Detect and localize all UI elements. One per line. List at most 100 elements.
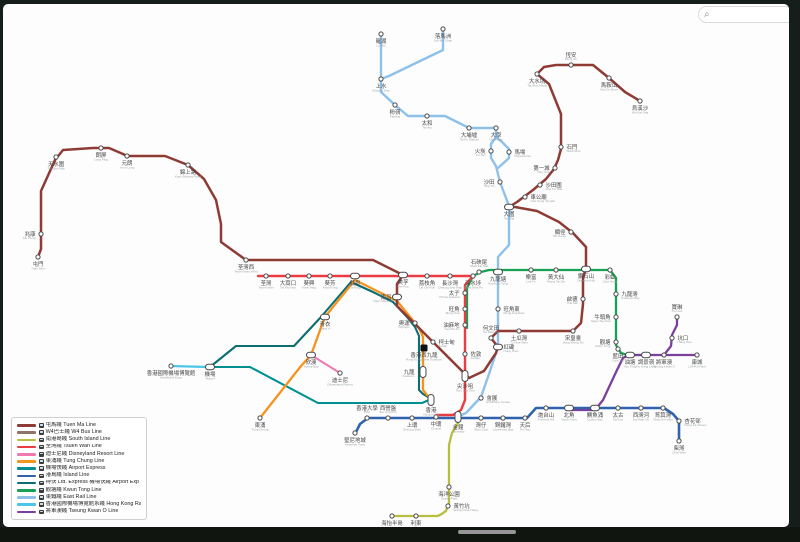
- station-marker[interactable]: [185, 162, 191, 168]
- station-marker[interactable]: [478, 415, 484, 421]
- station-marker[interactable]: [124, 153, 130, 159]
- station-marker[interactable]: [385, 415, 391, 421]
- station-marker[interactable]: [676, 418, 682, 424]
- station-marker[interactable]: [454, 411, 462, 423]
- station-marker[interactable]: [205, 363, 215, 371]
- station-marker[interactable]: [497, 179, 503, 185]
- station-marker[interactable]: [285, 273, 291, 279]
- station-marker[interactable]: [528, 267, 534, 273]
- station-marker[interactable]: [424, 113, 430, 119]
- station-marker[interactable]: [552, 165, 558, 171]
- station-marker[interactable]: [413, 513, 419, 519]
- station-marker[interactable]: [476, 269, 482, 275]
- station-marker[interactable]: [564, 404, 574, 412]
- station-marker[interactable]: [461, 370, 469, 382]
- station-marker[interactable]: [433, 414, 439, 420]
- station-marker[interactable]: [412, 320, 418, 326]
- station-marker[interactable]: [257, 415, 263, 421]
- station-marker[interactable]: [364, 415, 370, 421]
- station-marker[interactable]: [424, 273, 430, 279]
- station-marker[interactable]: [558, 144, 564, 150]
- station-marker[interactable]: [568, 229, 574, 235]
- station-marker[interactable]: [38, 231, 44, 237]
- station-marker[interactable]: [392, 293, 402, 301]
- station-marker[interactable]: [638, 405, 644, 411]
- station-marker[interactable]: [462, 290, 468, 296]
- station-marker[interactable]: [625, 351, 635, 359]
- station-marker[interactable]: [243, 257, 249, 263]
- station-marker[interactable]: [615, 346, 621, 352]
- station-marker[interactable]: [613, 291, 619, 297]
- station-marker[interactable]: [661, 352, 667, 358]
- station-marker[interactable]: [389, 513, 395, 519]
- station-marker[interactable]: [392, 102, 398, 108]
- station-marker[interactable]: [493, 125, 499, 131]
- station-marker[interactable]: [615, 405, 621, 411]
- station-marker[interactable]: [607, 267, 613, 273]
- search-input[interactable]: [709, 7, 789, 22]
- station-marker[interactable]: [606, 75, 612, 81]
- station-marker[interactable]: [581, 265, 591, 273]
- station-marker[interactable]: [580, 296, 586, 302]
- station-marker[interactable]: [446, 484, 452, 490]
- station-marker[interactable]: [543, 405, 549, 411]
- station-marker[interactable]: [337, 370, 343, 376]
- station-marker[interactable]: [430, 339, 436, 345]
- station-marker[interactable]: [516, 328, 522, 334]
- station-marker[interactable]: [419, 366, 427, 378]
- station-marker[interactable]: [447, 273, 453, 279]
- station-marker[interactable]: [306, 273, 312, 279]
- station-marker[interactable]: [462, 322, 468, 328]
- station-marker[interactable]: [506, 149, 512, 155]
- station-marker[interactable]: [440, 26, 446, 32]
- station-marker[interactable]: [500, 415, 506, 421]
- station-marker[interactable]: [660, 405, 666, 411]
- station-marker[interactable]: [669, 335, 675, 341]
- station-marker[interactable]: [98, 145, 104, 151]
- station-marker[interactable]: [466, 125, 472, 131]
- station-marker[interactable]: [493, 343, 503, 351]
- station-marker[interactable]: [522, 194, 528, 200]
- station-marker[interactable]: [553, 267, 559, 273]
- station-marker[interactable]: [470, 273, 476, 279]
- station-marker[interactable]: [462, 306, 468, 312]
- station-marker[interactable]: [641, 351, 651, 359]
- station-marker[interactable]: [676, 438, 682, 444]
- station-marker[interactable]: [495, 306, 501, 312]
- station-marker[interactable]: [378, 76, 384, 82]
- station-marker[interactable]: [398, 271, 408, 279]
- station-marker[interactable]: [570, 328, 576, 334]
- station-marker[interactable]: [327, 273, 333, 279]
- station-marker[interactable]: [263, 273, 269, 279]
- station-marker[interactable]: [378, 31, 384, 37]
- station-marker[interactable]: [613, 339, 619, 345]
- station-marker[interactable]: [306, 351, 316, 359]
- station-marker[interactable]: [350, 272, 360, 280]
- station-marker[interactable]: [637, 98, 643, 104]
- station-marker[interactable]: [568, 62, 574, 68]
- station-marker[interactable]: [537, 182, 543, 188]
- station-marker[interactable]: [320, 313, 330, 321]
- station-marker[interactable]: [35, 254, 41, 260]
- station-marker[interactable]: [522, 415, 528, 421]
- station-marker[interactable]: [534, 71, 540, 77]
- station-marker[interactable]: [352, 430, 358, 436]
- station-marker[interactable]: [445, 503, 451, 509]
- station-marker[interactable]: [488, 148, 494, 154]
- station-marker[interactable]: [420, 344, 428, 352]
- station-label-en: Lam Tin: [612, 359, 623, 363]
- station-marker[interactable]: [427, 394, 435, 406]
- station-marker[interactable]: [504, 203, 514, 211]
- station-marker[interactable]: [674, 314, 680, 320]
- station-marker[interactable]: [488, 335, 494, 341]
- station-marker[interactable]: [168, 363, 174, 369]
- station-marker[interactable]: [590, 404, 600, 412]
- station-marker[interactable]: [478, 395, 484, 401]
- station-marker[interactable]: [53, 154, 59, 160]
- station-marker[interactable]: [694, 352, 700, 358]
- station-marker[interactable]: [462, 351, 468, 357]
- station-marker[interactable]: [493, 268, 503, 276]
- station-marker[interactable]: [409, 415, 415, 421]
- home-indicator-handle[interactable]: [458, 530, 516, 534]
- station-marker[interactable]: [613, 314, 619, 320]
